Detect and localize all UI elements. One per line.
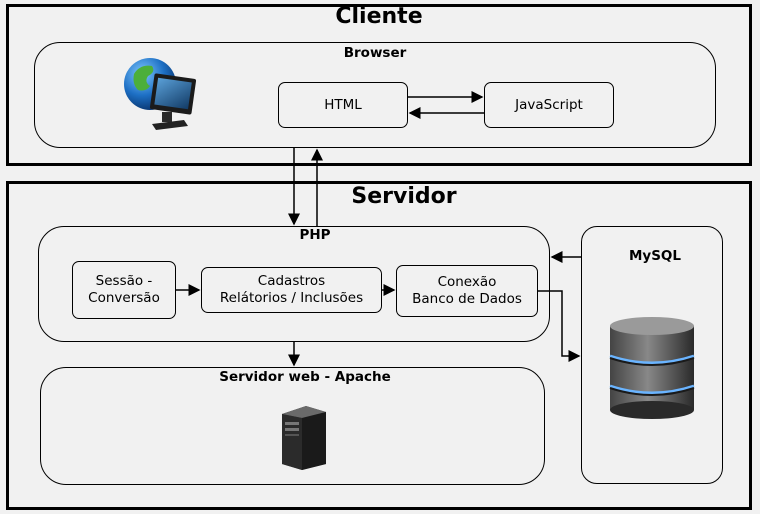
cadastros-label: Cadastros Relátorios / Inclusões	[219, 273, 364, 306]
conexao-label: Conexão Banco de Dados	[412, 274, 522, 307]
cliente-title: Cliente	[335, 4, 423, 29]
apache-title: Servidor web - Apache	[219, 369, 391, 385]
database-icon	[606, 316, 698, 420]
globe-monitor-icon	[122, 56, 202, 132]
sessao-box: Sessão - Conversão	[72, 261, 176, 319]
mysql-title: MySQL	[628, 248, 682, 264]
server-tower-icon	[276, 404, 332, 472]
conexao-box: Conexão Banco de Dados	[396, 265, 538, 317]
sessao-label: Sessão - Conversão	[88, 273, 160, 306]
javascript-box: JavaScript	[484, 82, 614, 128]
php-title: PHP	[299, 227, 331, 243]
servidor-title: Servidor	[351, 184, 457, 209]
html-box: HTML	[278, 82, 408, 128]
browser-title: Browser	[343, 45, 407, 61]
cadastros-box: Cadastros Relátorios / Inclusões	[201, 267, 382, 313]
